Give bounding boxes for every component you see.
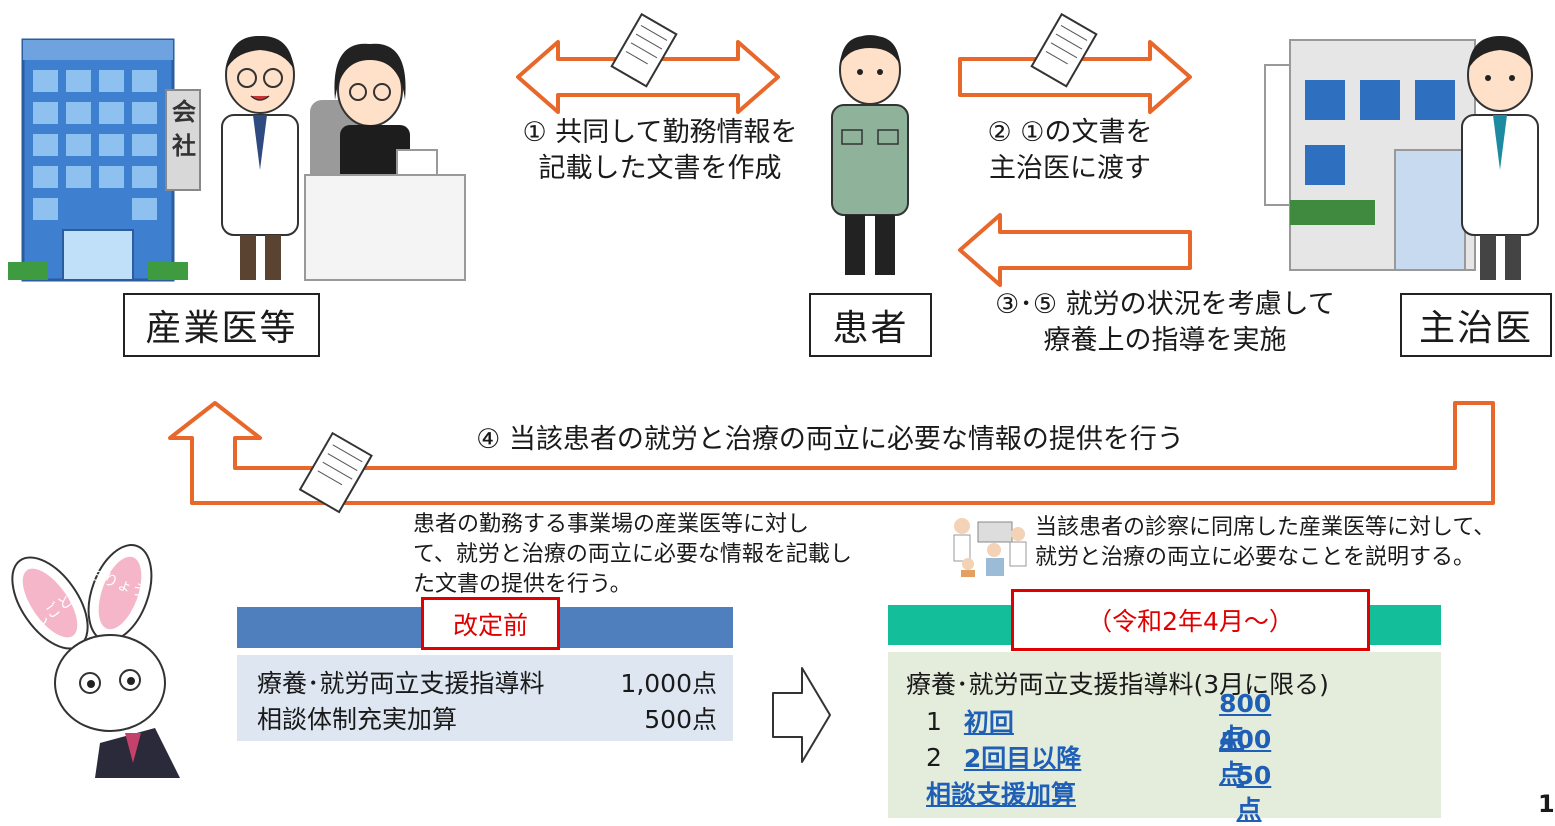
after-row-number: 2	[926, 742, 942, 772]
before-row-name: 相談体制充実加算	[257, 705, 458, 734]
after-row-points[interactable]: 400点	[1219, 724, 1272, 788]
after-row-number: 1	[926, 706, 942, 736]
step1-text: ① 共同して勤務情報を 記載した文書を作成	[500, 115, 820, 187]
after-row-points[interactable]: 800点	[1219, 688, 1272, 752]
rabbit-mascot-illustration	[11, 544, 180, 778]
after-table-title: 療養･就労両立支援指導料(3月に限る)	[906, 670, 1329, 699]
right-description: 当該患者の診察に同席した産業医等に対して、 就労と治療の両立に必要なことを説明す…	[1035, 513, 1550, 573]
industrial-doctor-illustration	[221, 35, 299, 280]
clinic-building-illustration	[1264, 39, 1476, 271]
after-table-body: 療養･就労両立支援指導料(3月に限る) 1 初回 800点 2 2回目以降 40…	[888, 652, 1441, 824]
left-arrow-icon	[958, 213, 1192, 287]
attending-physician-label: 主治医	[1400, 293, 1552, 357]
step1-line2: 記載した文書を作成	[538, 153, 782, 184]
after-row-name[interactable]: 初回	[963, 708, 1014, 737]
step4-text: ④ 当該患者の就労と治療の両立に必要な情報の提供を行う	[476, 424, 1184, 455]
left-description-line3: た文書の提供を行う。	[413, 572, 632, 597]
document-icon	[610, 12, 678, 88]
before-row: 相談体制充実加算 500点	[257, 699, 717, 737]
before-row-name: 療養･就労両立支援指導料	[257, 669, 545, 698]
left-description-line2: て、就労と治療の両立に必要な情報を記載し	[413, 542, 852, 567]
before-table-body: 療養･就労両立支援指導料 1,000点 相談体制充実加算 500点	[237, 655, 733, 741]
company-sign-text: 会社	[172, 98, 196, 160]
after-row-name[interactable]: 相談支援加算	[926, 780, 1077, 809]
patient-label: 患者	[809, 293, 932, 357]
patient-illustration	[831, 35, 909, 275]
left-description-line1: 患者の勤務する事業場の産業医等に対し	[413, 512, 810, 537]
document-icon	[298, 431, 373, 514]
industrial-physician-label: 産業医等	[123, 293, 320, 357]
page-number: 1	[1538, 790, 1555, 818]
step2-line2: 主治医に渡す	[989, 153, 1151, 184]
before-row: 療養･就労両立支援指導料 1,000点	[257, 663, 717, 701]
step2-line1: ② ①の文書を	[987, 117, 1153, 148]
after-row: 1 初回 800点	[926, 689, 1296, 752]
consultation-scene-icon	[953, 518, 1027, 577]
before-row-points: 500点	[644, 705, 717, 734]
before-label: 改定前	[421, 597, 560, 650]
step1-line1: ① 共同して勤務情報を	[522, 117, 798, 148]
transition-arrow-icon	[772, 667, 831, 763]
left-description: 患者の勤務する事業場の産業医等に対し て、就労と治療の両立に必要な情報を記載し …	[413, 510, 933, 600]
step35-line2: 療養上の指導を実施	[1043, 325, 1287, 356]
after-label: （令和2年4月～）	[1011, 589, 1370, 651]
right-description-line2: 就労と治療の両立に必要なことを説明する。	[1035, 545, 1476, 570]
right-description-line1: 当該患者の診察に同席した産業医等に対して、	[1035, 515, 1496, 540]
document-icon	[1030, 12, 1098, 88]
after-row-name[interactable]: 2回目以降	[963, 744, 1082, 773]
after-row: 相談支援加算 50点	[926, 761, 1296, 824]
office-staff-illustration	[304, 43, 466, 281]
return-arrow-icon	[168, 401, 1495, 505]
after-row-points[interactable]: 50点	[1236, 760, 1272, 824]
right-arrow-icon	[958, 40, 1192, 114]
step35-text: ③･⑤ 就労の状況を考慮して 療養上の指導を実施	[955, 287, 1375, 359]
before-row-points: 1,000点	[620, 669, 717, 698]
step2-text: ② ①の文書を 主治医に渡す	[955, 115, 1185, 187]
company-building-illustration	[8, 38, 201, 282]
step35-line1: ③･⑤ 就労の状況を考慮して	[995, 289, 1335, 320]
after-row: 2 2回目以降 400点	[926, 725, 1296, 788]
attending-doctor-illustration	[1461, 36, 1539, 280]
